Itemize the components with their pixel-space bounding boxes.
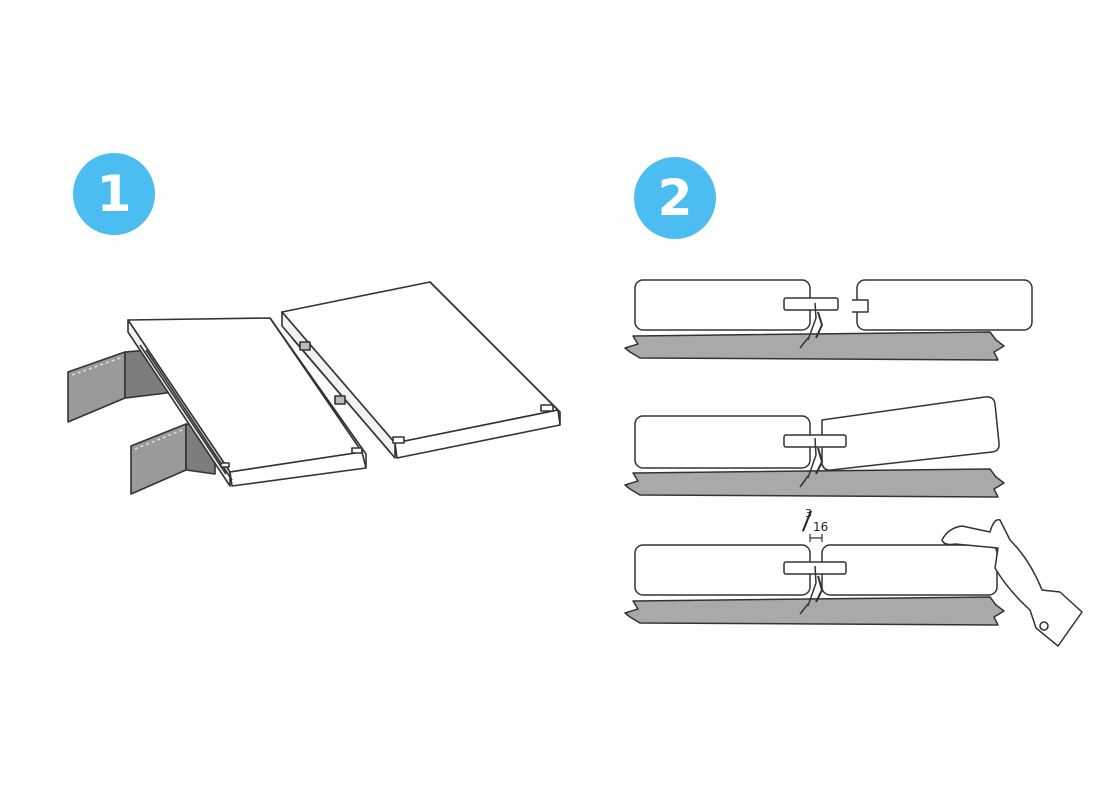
section-a (624, 279, 1033, 361)
board-right (281, 281, 561, 459)
step-2-badge: 2 (634, 157, 716, 239)
step-1-illustration (67, 281, 561, 495)
gap-denominator: 16 (813, 520, 829, 534)
step-2-number: 2 (657, 169, 693, 227)
step-2-illustration (624, 279, 1083, 647)
board-left (127, 317, 367, 487)
step-1-badge: 1 (73, 153, 155, 235)
section-b (624, 396, 1005, 498)
step-1-number: 1 (96, 165, 132, 223)
section-c (624, 519, 1083, 647)
joist-back (67, 347, 176, 423)
